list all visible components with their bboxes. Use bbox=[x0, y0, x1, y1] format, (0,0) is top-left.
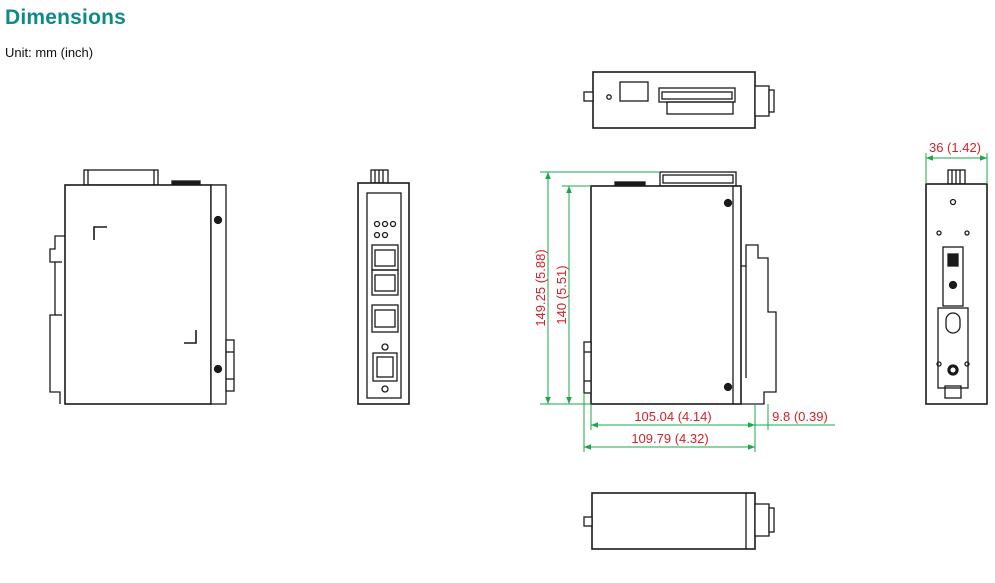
device-thickness-label: 36 (1.42) bbox=[929, 140, 981, 155]
bottom-view bbox=[583, 492, 775, 550]
unit-label: Unit: mm (inch) bbox=[5, 45, 94, 60]
thickness-dimension bbox=[925, 153, 988, 184]
side-view-dimensions bbox=[540, 171, 835, 452]
body-height-label: 140 (5.51) bbox=[554, 265, 569, 324]
narrow-side-view bbox=[925, 169, 988, 405]
body-width-label: 105.04 (4.14) bbox=[634, 409, 711, 424]
front-view bbox=[357, 169, 410, 405]
side-view bbox=[583, 171, 777, 405]
overall-width-label: 109.79 (4.32) bbox=[631, 431, 708, 446]
top-view bbox=[583, 71, 775, 129]
overall-height-label: 149.25 (5.88) bbox=[533, 249, 548, 326]
rail-depth-label: 9.8 (0.39) bbox=[772, 409, 828, 424]
rear-view bbox=[49, 169, 235, 405]
page-title: Dimensions bbox=[5, 6, 127, 29]
